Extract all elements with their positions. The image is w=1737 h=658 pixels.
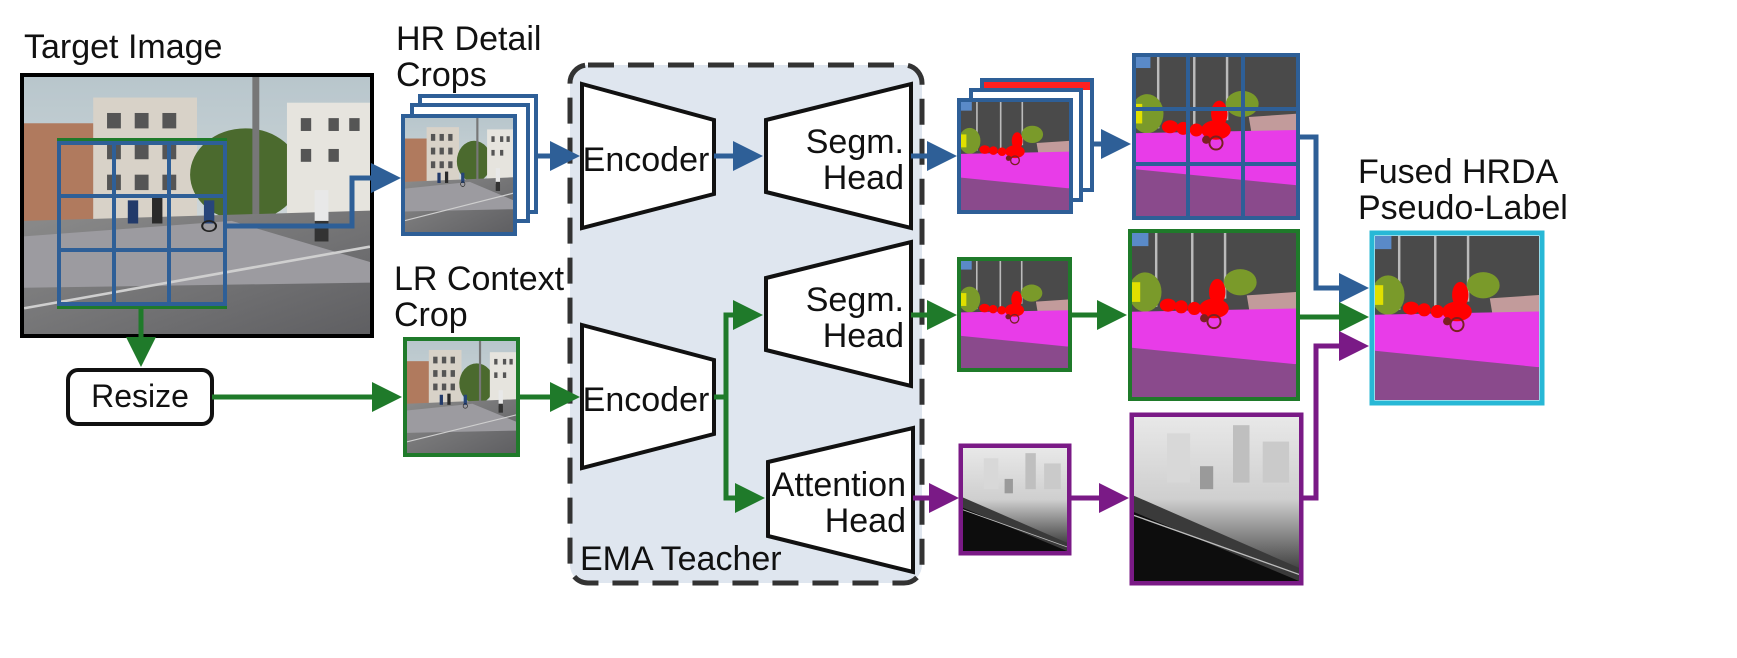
attention-map-small [958, 443, 1072, 556]
hr-detail-label-2: Crops [396, 56, 487, 94]
segm-head-mid-label-2: Head [823, 317, 904, 355]
arrow-encoder-to-segm-mid [714, 300, 763, 400]
fused-pseudo-label [1369, 230, 1545, 406]
lr-context-label-2: Crop [394, 296, 468, 334]
hr-detail-crops [401, 94, 538, 236]
attention-head-label-1: Attention [772, 466, 906, 504]
arrow-target-to-hr-crops [225, 163, 401, 229]
target-image-label: Target Image [24, 28, 222, 66]
hr-detail-label-1: HR Detail [396, 20, 541, 58]
encoder-top [580, 81, 716, 231]
attention-head [766, 425, 915, 575]
fused-label-2: Pseudo-Label [1358, 189, 1568, 227]
encoder-bottom [580, 322, 716, 471]
hr-stitched-seg [1132, 53, 1300, 220]
fused-label-1: Fused HRDA [1358, 153, 1559, 191]
target-image [20, 73, 374, 338]
segm-head-mid [764, 239, 913, 389]
segm-head-mid-label-1: Segm. [806, 281, 904, 319]
hr-crop-grid [57, 141, 227, 306]
arrow-encoder-to-attention [723, 397, 765, 513]
segm-head-top-label-2: Head [823, 159, 904, 197]
attention-head-label-2: Head [825, 502, 906, 540]
encoder-bottom-label: Encoder [583, 381, 710, 419]
attention-map-upsampled [1129, 412, 1304, 586]
lr-context-label-1: LR Context [394, 260, 565, 298]
resize-label: Resize [91, 378, 189, 414]
ema-teacher-label: EMA Teacher [580, 540, 782, 578]
hr-seg-crops [957, 78, 1094, 214]
segm-head-top [764, 81, 913, 231]
lr-seg-upsampled [1128, 229, 1300, 401]
encoder-top-label: Encoder [583, 141, 710, 179]
lr-context-crop [403, 337, 520, 457]
arrow-attention-up-to-fused [1301, 331, 1369, 501]
segm-head-top-label-1: Segm. [806, 123, 904, 161]
lr-seg-small [957, 257, 1072, 372]
arrow-stitched-to-fused [1298, 134, 1369, 303]
